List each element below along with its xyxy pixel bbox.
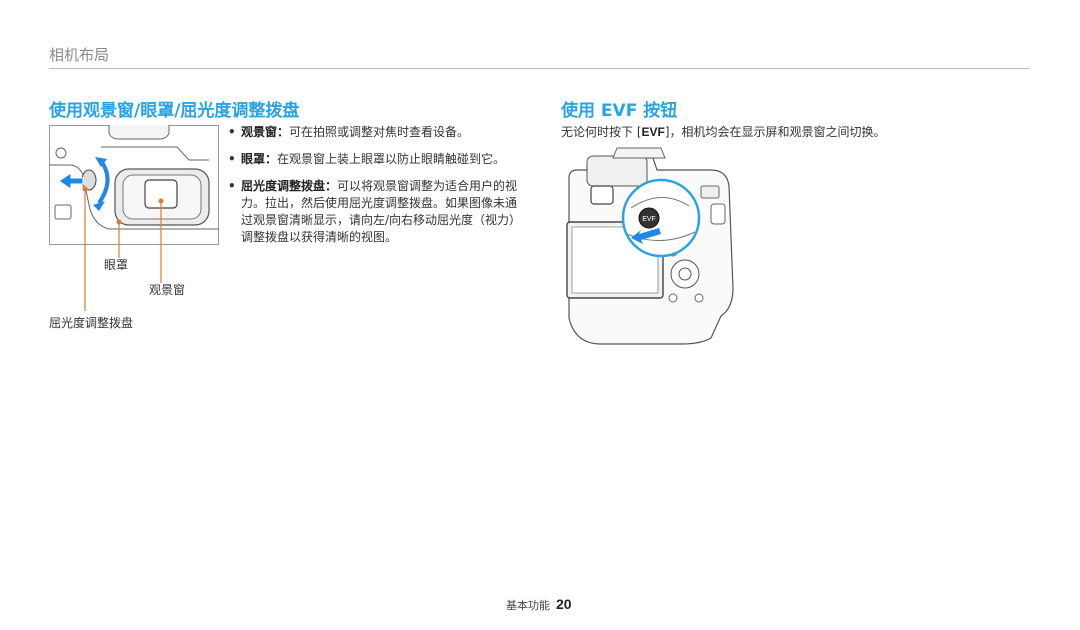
viewfinder-callout-label: 观景窗 [149,283,186,297]
page-number: 20 [556,596,572,612]
right-section-title: 使用 EVF 按钮 [561,101,678,121]
left-section-title: 使用观景窗/眼罩/屈光度调整拨盘 [49,101,300,121]
camera-back-illustration: EVF [566,147,734,345]
footer-section-label: 基本功能 [506,599,550,612]
header-divider [49,68,1030,69]
bullet-term: 观景窗 [241,125,278,139]
bullet-dot: • [228,179,236,193]
page-header-title: 相机布局 [49,46,110,64]
bullet-dot: • [228,125,236,139]
list-item: • 眼罩：在观景窗上装上眼罩以防止眼睛触碰到它。 [228,152,506,166]
bullet-term: 屈光度调整拨盘 [241,179,326,193]
bullet-term: 眼罩 [241,152,266,166]
bullet-text: 在观景窗上装上眼罩以防止眼睛触碰到它。 [277,152,506,166]
feature-bullet-list: • 观景窗：可在拍照或调整对焦时查看设备。 • 眼罩：在观景窗上装上眼罩以防止眼… [226,124,526,256]
list-item: • 观景窗：可在拍照或调整对焦时查看设备。 [228,125,470,139]
evf-key-label: EVF [641,125,665,139]
page-footer: 基本功能 20 [506,594,572,613]
list-item: • 屈光度调整拨盘：可以将观景窗调整为适合用户的视力。拉出，然后使用屈光度调整拨… [228,179,522,244]
evf-description: 无论何时按下 [EVF]，相机均会在显示屏和观景窗之间切换。 [561,125,886,139]
diopter-callout-label: 屈光度调整拨盘 [49,316,134,330]
bullet-text: 可在拍照或调整对焦时查看设备。 [289,125,470,139]
eyecup-callout-label: 眼罩 [104,258,129,272]
evf-button-label: EVF [642,216,656,223]
viewfinder-illustration [49,125,219,245]
bullet-dot: • [228,152,236,166]
bullet-text: 可以将观景窗调整为适合用户的视力。拉出，然后使用屈光度调整拨盘。如果图像未通过观… [241,179,522,244]
